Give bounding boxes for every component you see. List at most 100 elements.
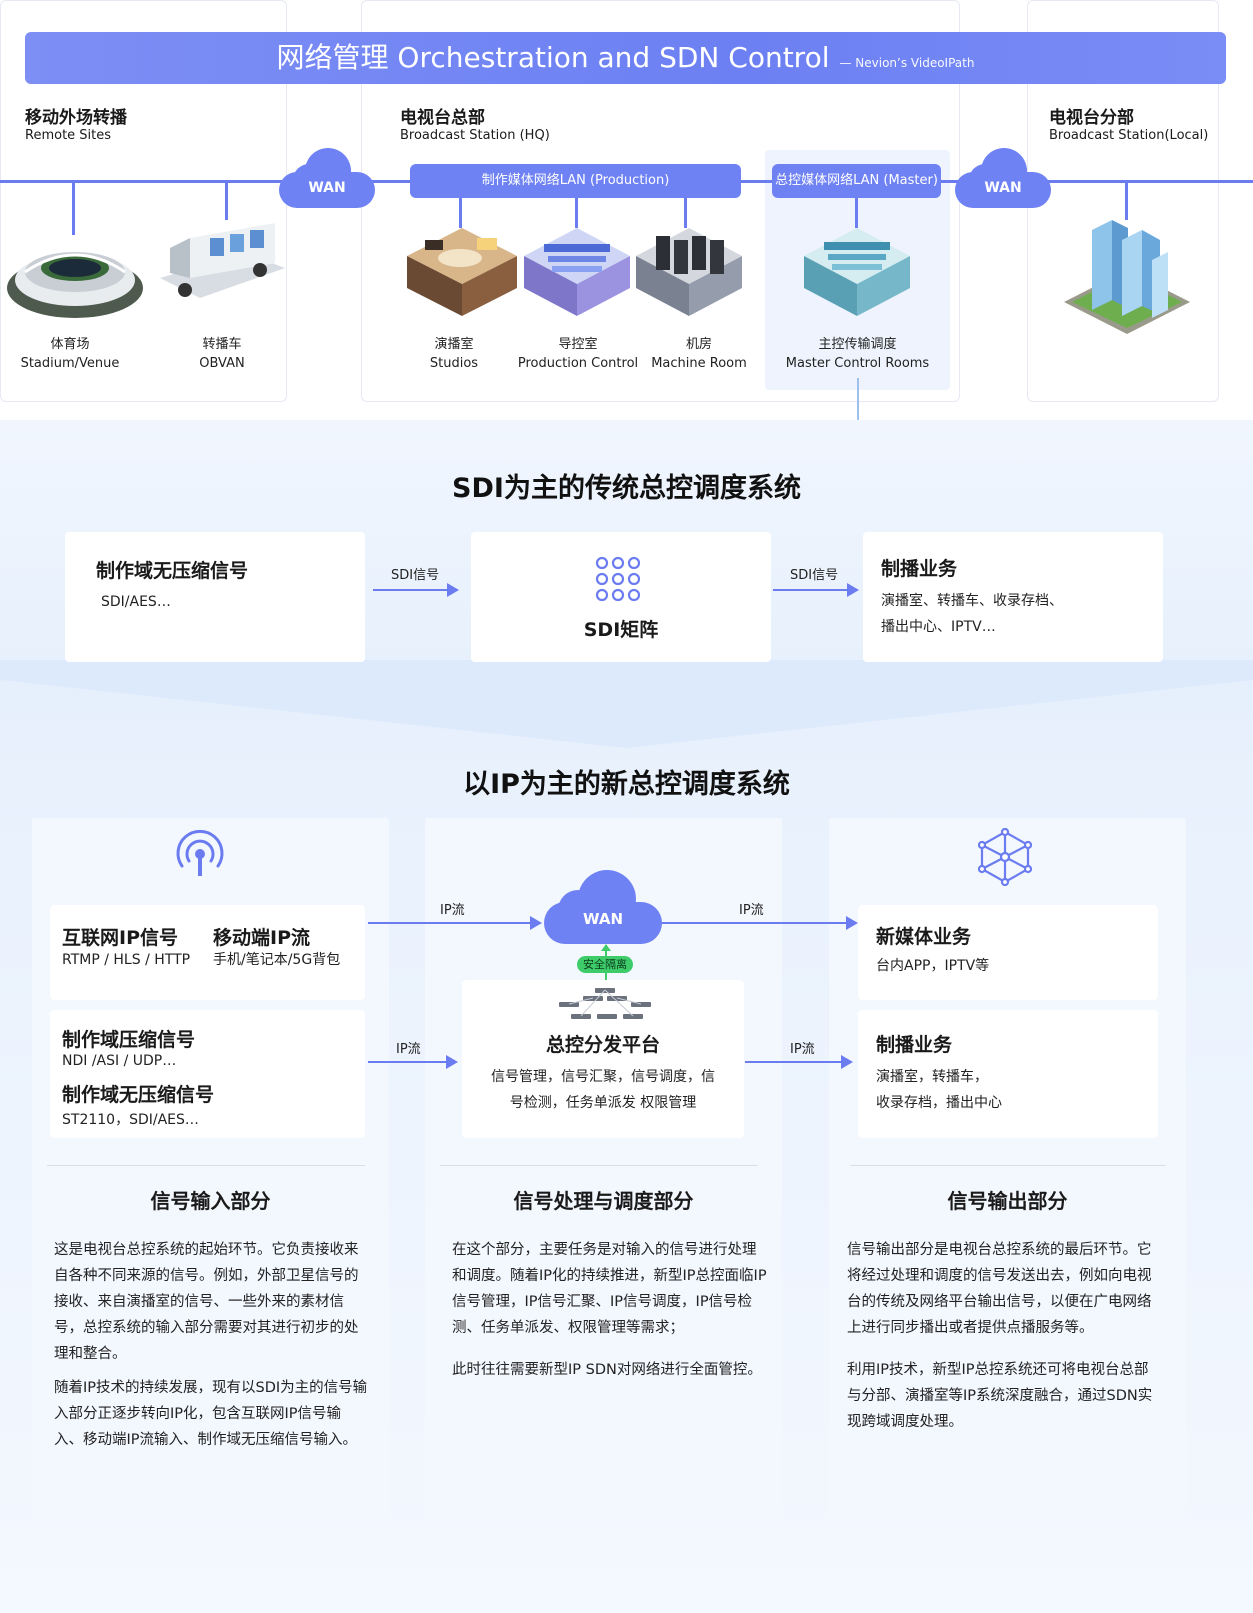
ip-arrow-top-left — [368, 916, 542, 930]
newmedia-title: 新媒体业务 — [876, 926, 972, 948]
caption-obvan: 转播车 OBVAN — [162, 335, 282, 373]
caption-obvan-en: OBVAN — [199, 356, 245, 371]
remote-subtitle: Remote Sites — [25, 128, 112, 143]
wan-label-right: WAN — [984, 180, 1022, 196]
caption-machine-room-en: Machine Room — [651, 356, 747, 371]
caption-machine-room: 机房 Machine Room — [644, 335, 754, 373]
sdi-arrow-right — [773, 583, 859, 597]
caption-stadium-cn: 体育场 — [50, 337, 90, 352]
broadcast-box: 制播业务 演播室，转播车， 收录存档，播出中心 — [858, 1010, 1158, 1138]
broadcast-title: 制播业务 — [876, 1034, 953, 1056]
caption-master-control: 主控传输调度 Master Control Rooms — [780, 335, 935, 373]
ip-arrow-bottom-right-label: IP流 — [790, 1042, 815, 1057]
compressed-title: 制作域压缩信号 — [62, 1029, 196, 1051]
output-description: 信号输出部分是电视台总控系统的最后环节。它将经过处理和调度的信号发送出去，例如向… — [847, 1237, 1162, 1443]
machine-room-illustration — [636, 228, 742, 316]
uncompressed-title: 制作域无压缩信号 — [62, 1084, 215, 1106]
network-hub-icon — [978, 828, 1032, 886]
wan-label-left: WAN — [308, 180, 346, 196]
drop-line-control — [575, 198, 578, 228]
drop-line-obvan — [225, 180, 228, 220]
ip-arrow-bottom-left-label: IP流 — [396, 1042, 421, 1057]
drop-line-master — [855, 198, 858, 228]
master-control-illustration — [804, 228, 910, 316]
sdi-matrix-box: SDI矩阵 — [471, 532, 771, 662]
sdi-input-box: 制作域无压缩信号 SDI/AES… — [65, 532, 365, 662]
sdi-arrow-left-label: SDI信号 — [391, 568, 440, 583]
drop-line-local — [1125, 180, 1128, 220]
caption-studios: 演播室 Studios — [404, 335, 504, 373]
caption-master-control-cn: 主控传输调度 — [818, 337, 897, 352]
output-section-title: 信号输出部分 — [947, 1189, 1068, 1213]
wan-cloud-left: WAN — [279, 146, 375, 210]
central-wan-cloud: WAN — [544, 870, 662, 946]
central-wan-label: WAN — [582, 910, 624, 928]
orchestration-banner: 网络管理 Orchestration and SDN Control— Nevi… — [25, 32, 1226, 84]
sdi-arrow-right-label: SDI信号 — [790, 568, 839, 583]
input-paragraph-1: 这是电视台总控系统的起始环节。它负责接收来自各种不同来源的信号。例如，外部卫星信… — [54, 1242, 359, 1362]
master-connector-line — [857, 378, 859, 436]
lan-production-bar: 制作媒体网络LAN (Production) — [410, 164, 741, 198]
matrix-grid-icon — [595, 556, 641, 602]
ip-arrow-top-left-label: IP流 — [440, 903, 465, 918]
ip-arrow-bottom-right — [745, 1055, 853, 1069]
ip-section-title: 以IP为主的新总控调度系统 — [463, 769, 790, 800]
uncompressed-text: ST2110，SDI/AES… — [62, 1112, 199, 1128]
process-paragraph-2: 此时往往需要新型IP SDN对网络进行全面管控。 — [452, 1362, 762, 1378]
caption-production-control-cn: 导控室 — [558, 337, 598, 352]
platform-text-2: 号检测，任务单派发 权限管理 — [509, 1095, 697, 1111]
sdi-arrow-left — [373, 583, 459, 597]
production-input-box: 制作域压缩信号 NDI /ASI / UDP… 制作域无压缩信号 ST2110，… — [50, 1010, 365, 1138]
newmedia-box: 新媒体业务 台内APP，IPTV等 — [858, 905, 1158, 1000]
caption-machine-room-cn: 机房 — [685, 337, 712, 352]
caption-studios-en: Studios — [429, 356, 479, 371]
banner-title: 网络管理 Orchestration and SDN Control — [276, 41, 830, 74]
process-description: 在这个部分，主要任务是对输入的信号进行处理和调度。随着IP化的持续推进，新型IP… — [452, 1237, 767, 1391]
output-divider — [850, 1165, 1166, 1166]
caption-production-control-en: Production Control — [517, 356, 639, 371]
sdi-input-text: SDI/AES… — [101, 594, 171, 610]
caption-obvan-cn: 转播车 — [202, 337, 242, 352]
compressed-text: NDI /ASI / UDP… — [62, 1053, 177, 1069]
platform-title: 总控分发平台 — [545, 1034, 660, 1056]
local-building-illustration — [1064, 220, 1190, 334]
input-description: 这是电视台总控系统的起始环节。它负责接收来自各种不同来源的信号。例如，外部卫星信… — [54, 1237, 369, 1461]
ip-arrow-bottom-left — [368, 1055, 458, 1069]
lan-master-bar: 总控媒体网络LAN (Master) — [772, 164, 941, 198]
platform-box: 总控分发平台 信号管理，信号汇聚，信号调度，信 号检测，任务单派发 权限管理 — [462, 980, 744, 1138]
drop-line-machine — [684, 198, 687, 228]
hq-subtitle: Broadcast Station (HQ) — [400, 128, 550, 143]
sdi-output-text-2: 播出中心、IPTV… — [881, 619, 996, 635]
studios-illustration — [407, 228, 517, 316]
switch-network-illustration — [559, 988, 651, 1019]
sdi-output-box: 制播业务 演播室、转播车、收录存档、 播出中心、IPTV… — [863, 532, 1163, 662]
output-paragraph-1: 信号输出部分是电视台总控系统的最后环节。它将经过处理和调度的信号发送出去，例如向… — [847, 1242, 1152, 1336]
sdi-output-title: 制播业务 — [881, 558, 958, 580]
sdi-matrix-title: SDI矩阵 — [583, 619, 659, 641]
local-subtitle: Broadcast Station(Local) — [1049, 128, 1209, 143]
input-divider — [47, 1165, 365, 1166]
security-isolation-badge: 安全隔离 — [577, 956, 633, 973]
newmedia-text: 台内APP，IPTV等 — [876, 958, 990, 974]
process-section-title: 信号处理与调度部分 — [513, 1189, 694, 1213]
caption-production-control: 导控室 Production Control — [513, 335, 643, 373]
stadium-illustration — [7, 252, 143, 318]
caption-stadium: 体育场 Stadium/Venue — [10, 335, 130, 373]
ip-arrow-top-right — [660, 916, 858, 930]
caption-master-control-en: Master Control Rooms — [785, 356, 930, 371]
isolation-arrow-up — [601, 944, 611, 951]
antenna-icon — [176, 829, 224, 876]
sdi-input-title: 制作域无压缩信号 — [96, 560, 249, 582]
internet-text: RTMP / HLS / HTTP — [62, 952, 191, 968]
input-section-title: 信号输入部分 — [150, 1189, 271, 1213]
internet-title: 互联网IP信号 — [62, 927, 178, 949]
output-paragraph-2: 利用IP技术，新型IP总控系统还可将电视台总部与分部、演播室等IP系统深度融合，… — [847, 1362, 1153, 1430]
wan-cloud-right: WAN — [955, 146, 1051, 210]
local-title: 电视台分部 — [1049, 108, 1134, 128]
broadcast-text-2: 收录存档，播出中心 — [876, 1095, 1002, 1111]
process-paragraph-1: 在这个部分，主要任务是对输入的信号进行处理和调度。随着IP化的持续推进，新型IP… — [452, 1242, 767, 1336]
drop-line-studios — [459, 198, 462, 228]
mobile-text: 手机/笔记本/5G背包 — [213, 952, 341, 968]
production-control-illustration — [524, 228, 630, 316]
caption-stadium-en: Stadium/Venue — [20, 356, 120, 371]
